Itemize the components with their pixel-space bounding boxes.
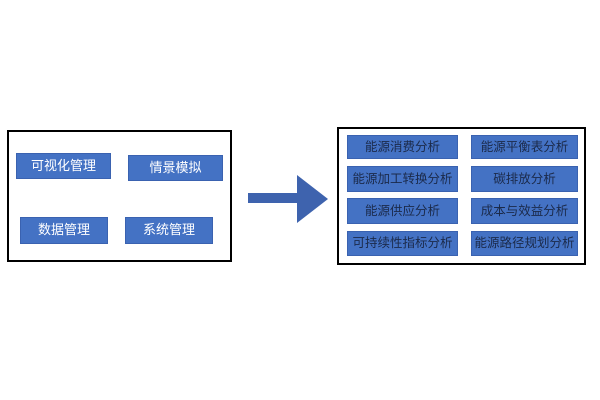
btn-energy-consumption-analysis: 能源消费分析 [347, 135, 458, 159]
btn-data-management: 数据管理 [20, 217, 108, 244]
btn-sustainability-indicator-analysis: 可持续性指标分析 [347, 231, 458, 256]
btn-visualization-management: 可视化管理 [16, 153, 111, 179]
btn-energy-supply-analysis: 能源供应分析 [347, 198, 458, 224]
management-modules-panel: 可视化管理 情景模拟 数据管理 系统管理 [7, 130, 232, 262]
btn-energy-balance-table-analysis: 能源平衡表分析 [471, 135, 578, 159]
btn-energy-path-planning-analysis: 能源路径规划分析 [471, 231, 578, 256]
btn-scenario-simulation: 情景模拟 [128, 155, 223, 181]
right-arrow-icon [245, 170, 335, 228]
btn-carbon-emission-analysis: 碳排放分析 [471, 166, 578, 192]
btn-energy-processing-conversion-analysis: 能源加工转换分析 [347, 166, 458, 192]
btn-cost-benefit-analysis: 成本与效益分析 [471, 198, 578, 224]
btn-system-management: 系统管理 [125, 217, 213, 244]
analysis-modules-panel: 能源消费分析 能源加工转换分析 能源供应分析 可持续性指标分析 能源平衡表分析 … [337, 127, 586, 265]
